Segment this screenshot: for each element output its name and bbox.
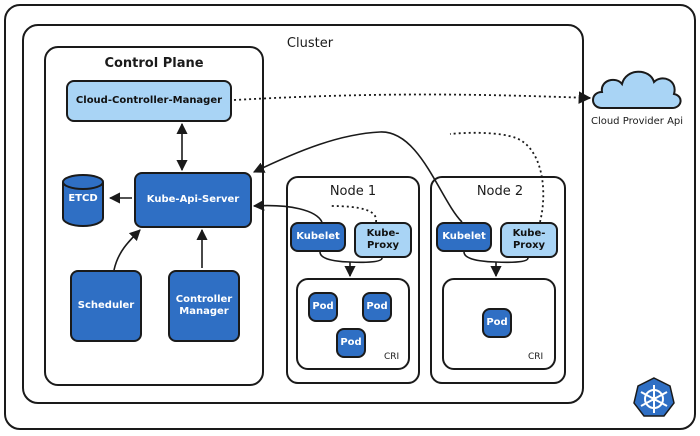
cloud-controller-manager[interactable]: Cloud-Controller-Manager	[66, 80, 232, 122]
node-1-title: Node 1	[329, 184, 377, 199]
node-2-pod-1[interactable]: Pod	[482, 308, 512, 338]
controller-manager[interactable]: Controller Manager	[168, 270, 240, 342]
etcd[interactable]: ETCD	[58, 172, 108, 228]
node-2-kubelet[interactable]: Kubelet	[436, 222, 492, 252]
etcd-label: ETCD	[68, 193, 98, 204]
kube-api-server[interactable]: Kube-Api-Server	[134, 172, 252, 228]
node-2-title: Node 2	[476, 184, 524, 199]
node-2-cri-label: CRI	[528, 352, 544, 362]
cloud-icon	[592, 70, 682, 109]
kubernetes-logo	[632, 376, 676, 420]
node-1-kubelet[interactable]: Kubelet	[290, 222, 346, 252]
node-1-pod-3[interactable]: Pod	[336, 328, 366, 358]
node-1-pod-1[interactable]: Pod	[308, 292, 338, 322]
cloud-provider[interactable]	[588, 62, 684, 116]
node-1-kube-proxy[interactable]: Kube- Proxy	[354, 222, 412, 258]
control-plane-title: Control Plane	[104, 56, 204, 71]
cluster-title: Cluster	[286, 36, 334, 51]
node-1-cri-label: CRI	[384, 352, 400, 362]
node-2-kube-proxy[interactable]: Kube- Proxy	[500, 222, 558, 258]
node-1-pod-2[interactable]: Pod	[362, 292, 392, 322]
kubernetes-helm-icon	[633, 377, 675, 417]
scheduler[interactable]: Scheduler	[70, 270, 142, 342]
cloud-provider-label: Cloud Provider Api	[590, 116, 684, 127]
database-icon	[62, 174, 104, 227]
